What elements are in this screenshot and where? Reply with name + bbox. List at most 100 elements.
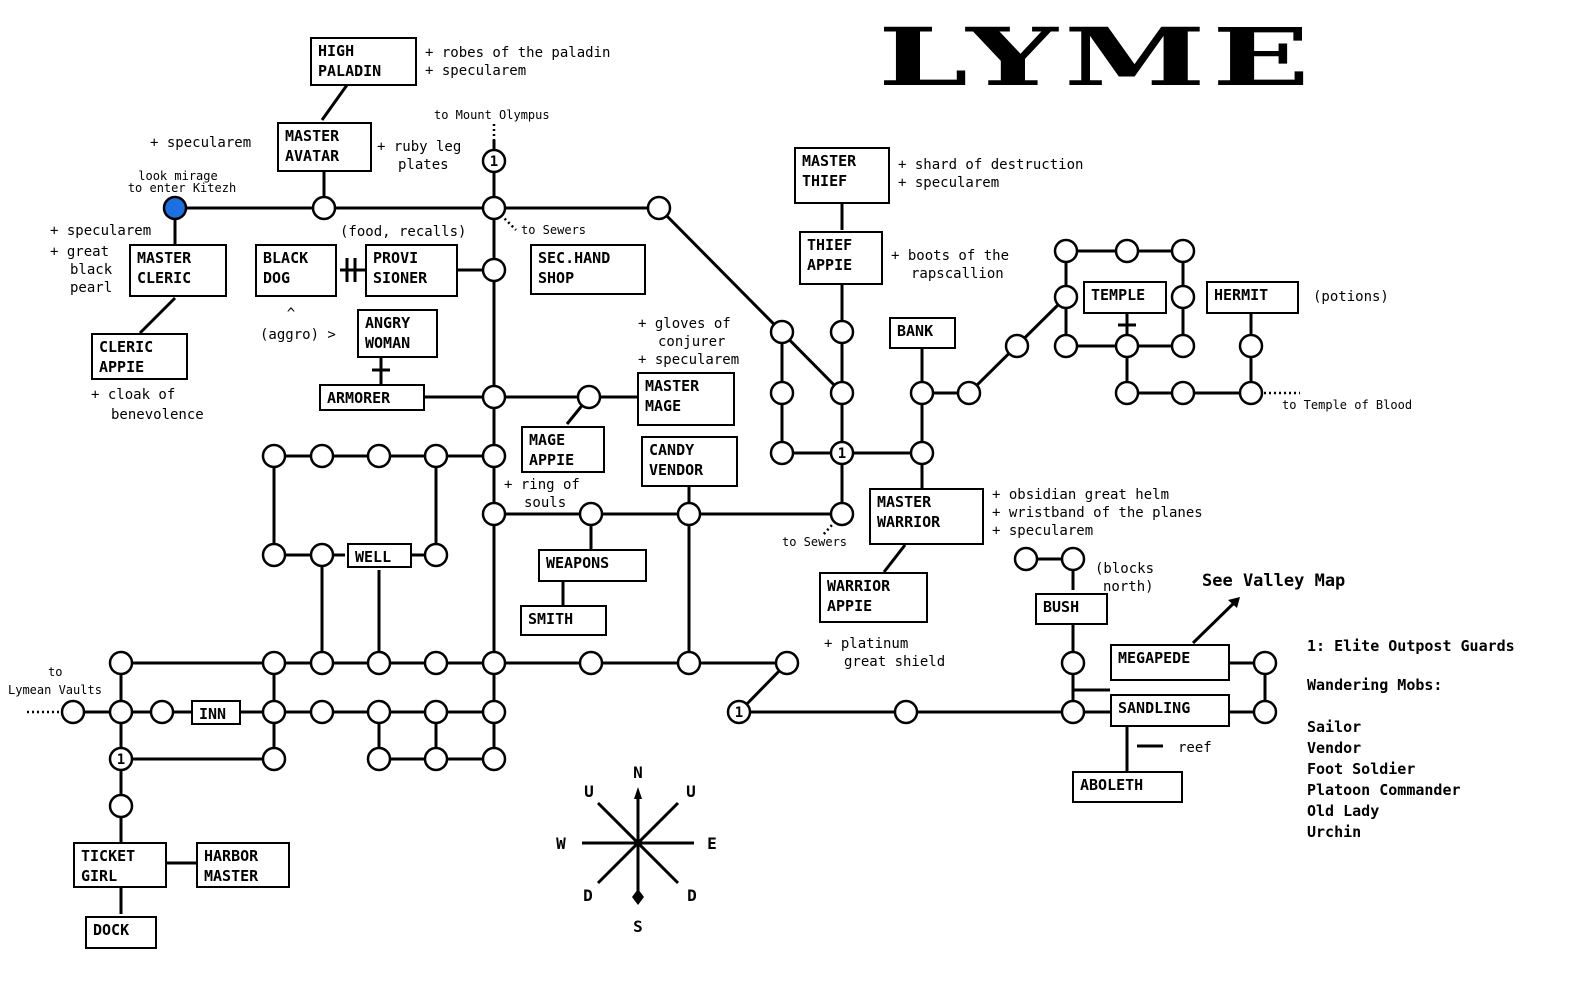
aggro-note: (aggro) > [260, 327, 336, 343]
guard-node-label: 1 [117, 752, 125, 768]
room-cleric-appie: CLERIC APPIE [91, 333, 188, 380]
loot-note: + specularem [425, 63, 526, 79]
room-temple: TEMPLE [1083, 281, 1167, 314]
loot-note: + specularem [992, 523, 1093, 539]
room-node [909, 380, 935, 406]
room-node [366, 650, 392, 676]
room-master-cleric: MASTER CLERIC [129, 244, 227, 297]
room-megapede: MEGAPEDE [1110, 644, 1230, 681]
room-thief-appie: THIEF APPIE [799, 231, 883, 285]
room-node [261, 746, 287, 772]
loot-note: rapscallion [911, 266, 1004, 282]
room-warrior-appie: WARRIOR APPIE [819, 572, 928, 623]
room-angry-woman: ANGRY WOMAN [357, 309, 438, 358]
compass-u-left: U [584, 782, 594, 801]
room-node [829, 501, 855, 527]
room-node [261, 650, 287, 676]
room-node [676, 650, 702, 676]
room-node [481, 257, 507, 283]
room-node [108, 793, 134, 819]
legend-mob: Sailor [1307, 718, 1361, 736]
valley-arrow [1191, 598, 1239, 645]
exit-label: to [48, 665, 62, 679]
mirage-note: look mirage [138, 169, 217, 183]
valley-arrow-head [1228, 597, 1240, 608]
loot-note: benevolence [111, 407, 204, 423]
loot-note: + great [50, 244, 109, 260]
shop-note: (food, recalls) [340, 224, 466, 240]
room-master-mage: MASTER MAGE [637, 372, 735, 426]
room-bush: BUSH [1035, 593, 1108, 625]
room-node [1114, 380, 1140, 406]
room-ticket-girl: TICKET GIRL [73, 842, 167, 888]
map-path [138, 296, 177, 335]
guard-node-label: 1 [735, 705, 743, 721]
room-sandling: SANDLING [1110, 694, 1230, 727]
room-node [829, 319, 855, 345]
loot-note: + obsidian great helm [992, 487, 1169, 503]
room-node [769, 380, 795, 406]
loot-note: + platinum [824, 636, 908, 652]
guard-node [108, 746, 134, 772]
room-node [261, 542, 287, 568]
room-node [309, 443, 335, 469]
room-node [646, 195, 672, 221]
room-mage-appie: MAGE APPIE [521, 426, 605, 473]
loot-note: souls [524, 495, 566, 511]
room-node [366, 746, 392, 772]
room-node [578, 501, 604, 527]
room-node [149, 699, 175, 725]
shop-note: (potions) [1313, 289, 1389, 305]
room-node [481, 699, 507, 725]
loot-note: + gloves of [638, 316, 731, 332]
room-node [909, 440, 935, 466]
compass-north-arrow [634, 787, 642, 799]
legend-mob: Foot Soldier [1307, 760, 1415, 778]
room-inn: INN [191, 700, 241, 725]
legend-mob: Urchin [1307, 823, 1361, 841]
room-node [1004, 333, 1030, 359]
room-node [261, 699, 287, 725]
room-node [578, 650, 604, 676]
room-master-avatar: MASTER AVATAR [277, 122, 372, 172]
guard-node [726, 699, 752, 725]
room-harbor-master: HARBOR MASTER [196, 842, 290, 888]
room-node [1053, 238, 1079, 264]
bush-note: (blocks [1095, 561, 1154, 577]
guard-node [481, 148, 507, 174]
compass-s: S [633, 917, 643, 936]
room-node [576, 384, 602, 410]
room-black-dog: BLACK DOG [255, 244, 337, 297]
room-high-paladin: HIGH PALADIN [310, 37, 417, 86]
room-node [60, 699, 86, 725]
room-node [481, 195, 507, 221]
room-node [1170, 238, 1196, 264]
room-node [366, 699, 392, 725]
exit-label: Lymean Vaults [8, 683, 102, 697]
room-node [1060, 699, 1086, 725]
room-node [1170, 284, 1196, 310]
room-node [769, 440, 795, 466]
room-node [108, 650, 134, 676]
loot-note: + wristband of the planes [992, 505, 1203, 521]
room-node [423, 542, 449, 568]
compass-spoke [596, 801, 680, 885]
compass-n: N [633, 763, 643, 782]
room-node [423, 699, 449, 725]
guard-node-label: 1 [838, 446, 846, 462]
guard-node [829, 440, 855, 466]
reef-note: reef [1178, 740, 1212, 756]
room-node [261, 443, 287, 469]
mirage-note: to enter Kitezh [128, 181, 236, 195]
room-hermit: HERMIT [1206, 281, 1299, 314]
room-node [1238, 333, 1264, 359]
map-path [882, 544, 907, 573]
room-node [311, 195, 337, 221]
room-node [774, 650, 800, 676]
loot-note: + shard of destruction [898, 157, 1083, 173]
room-node [1060, 650, 1086, 676]
room-node [309, 699, 335, 725]
room-candy-vendor: CANDY VENDOR [641, 436, 738, 487]
compass-south-fletching [632, 889, 644, 905]
legend-wandering-title: Wandering Mobs: [1307, 676, 1442, 694]
